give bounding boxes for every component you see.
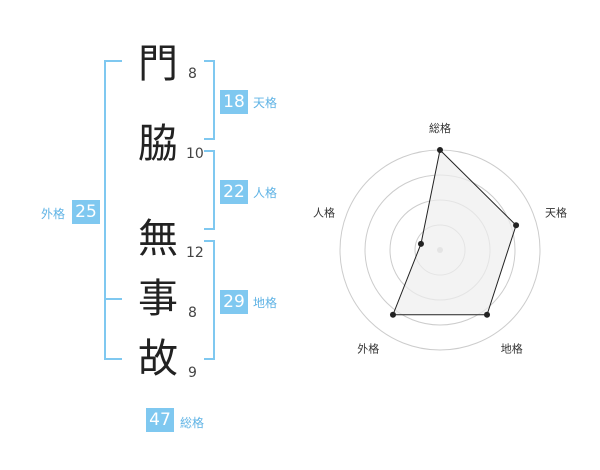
tenkaku-label: 天格 bbox=[253, 96, 278, 110]
radar-axis-label-1: 総格 bbox=[429, 121, 451, 135]
radar-axis-label-4: 外格 bbox=[357, 342, 379, 356]
gaikaku-value: 25 bbox=[72, 200, 100, 224]
radar-point-5 bbox=[417, 240, 424, 247]
radar-axis-label-2: 天格 bbox=[545, 205, 567, 219]
name-char-4: 事 bbox=[138, 276, 178, 322]
radar-point-1 bbox=[437, 147, 443, 153]
gaikaku-label: 外格 bbox=[41, 207, 66, 221]
stroke-count-4: 8 bbox=[188, 305, 197, 321]
name-char-3: 無 bbox=[138, 216, 178, 262]
stroke-count-5: 9 bbox=[188, 365, 197, 381]
soukaku-value: 47 bbox=[146, 408, 174, 432]
stroke-count-1: 8 bbox=[188, 66, 197, 82]
radar-axis-label-5: 人格 bbox=[313, 205, 335, 219]
name-char-1: 門 bbox=[138, 41, 178, 87]
radar-point-3 bbox=[484, 311, 491, 318]
jinkaku-label: 人格 bbox=[253, 186, 278, 200]
radar-polygon bbox=[392, 148, 517, 316]
radar-points bbox=[389, 147, 520, 318]
radar-polygon-layer bbox=[392, 148, 517, 316]
soukaku-label: 総格 bbox=[180, 416, 205, 430]
name-char-2: 脇 bbox=[138, 121, 178, 167]
chikaku-value: 29 bbox=[220, 290, 248, 314]
name-char-5: 故 bbox=[138, 336, 178, 382]
chikaku-label: 地格 bbox=[253, 296, 278, 310]
radar-point-2 bbox=[513, 222, 520, 229]
stroke-count-3: 12 bbox=[186, 245, 204, 261]
tenkaku-value: 18 bbox=[220, 90, 248, 114]
stroke-count-2: 10 bbox=[186, 146, 204, 162]
jinkaku-value: 22 bbox=[220, 180, 248, 204]
radar-axis-label-3: 地格 bbox=[501, 342, 523, 356]
radar-point-4 bbox=[389, 311, 396, 318]
